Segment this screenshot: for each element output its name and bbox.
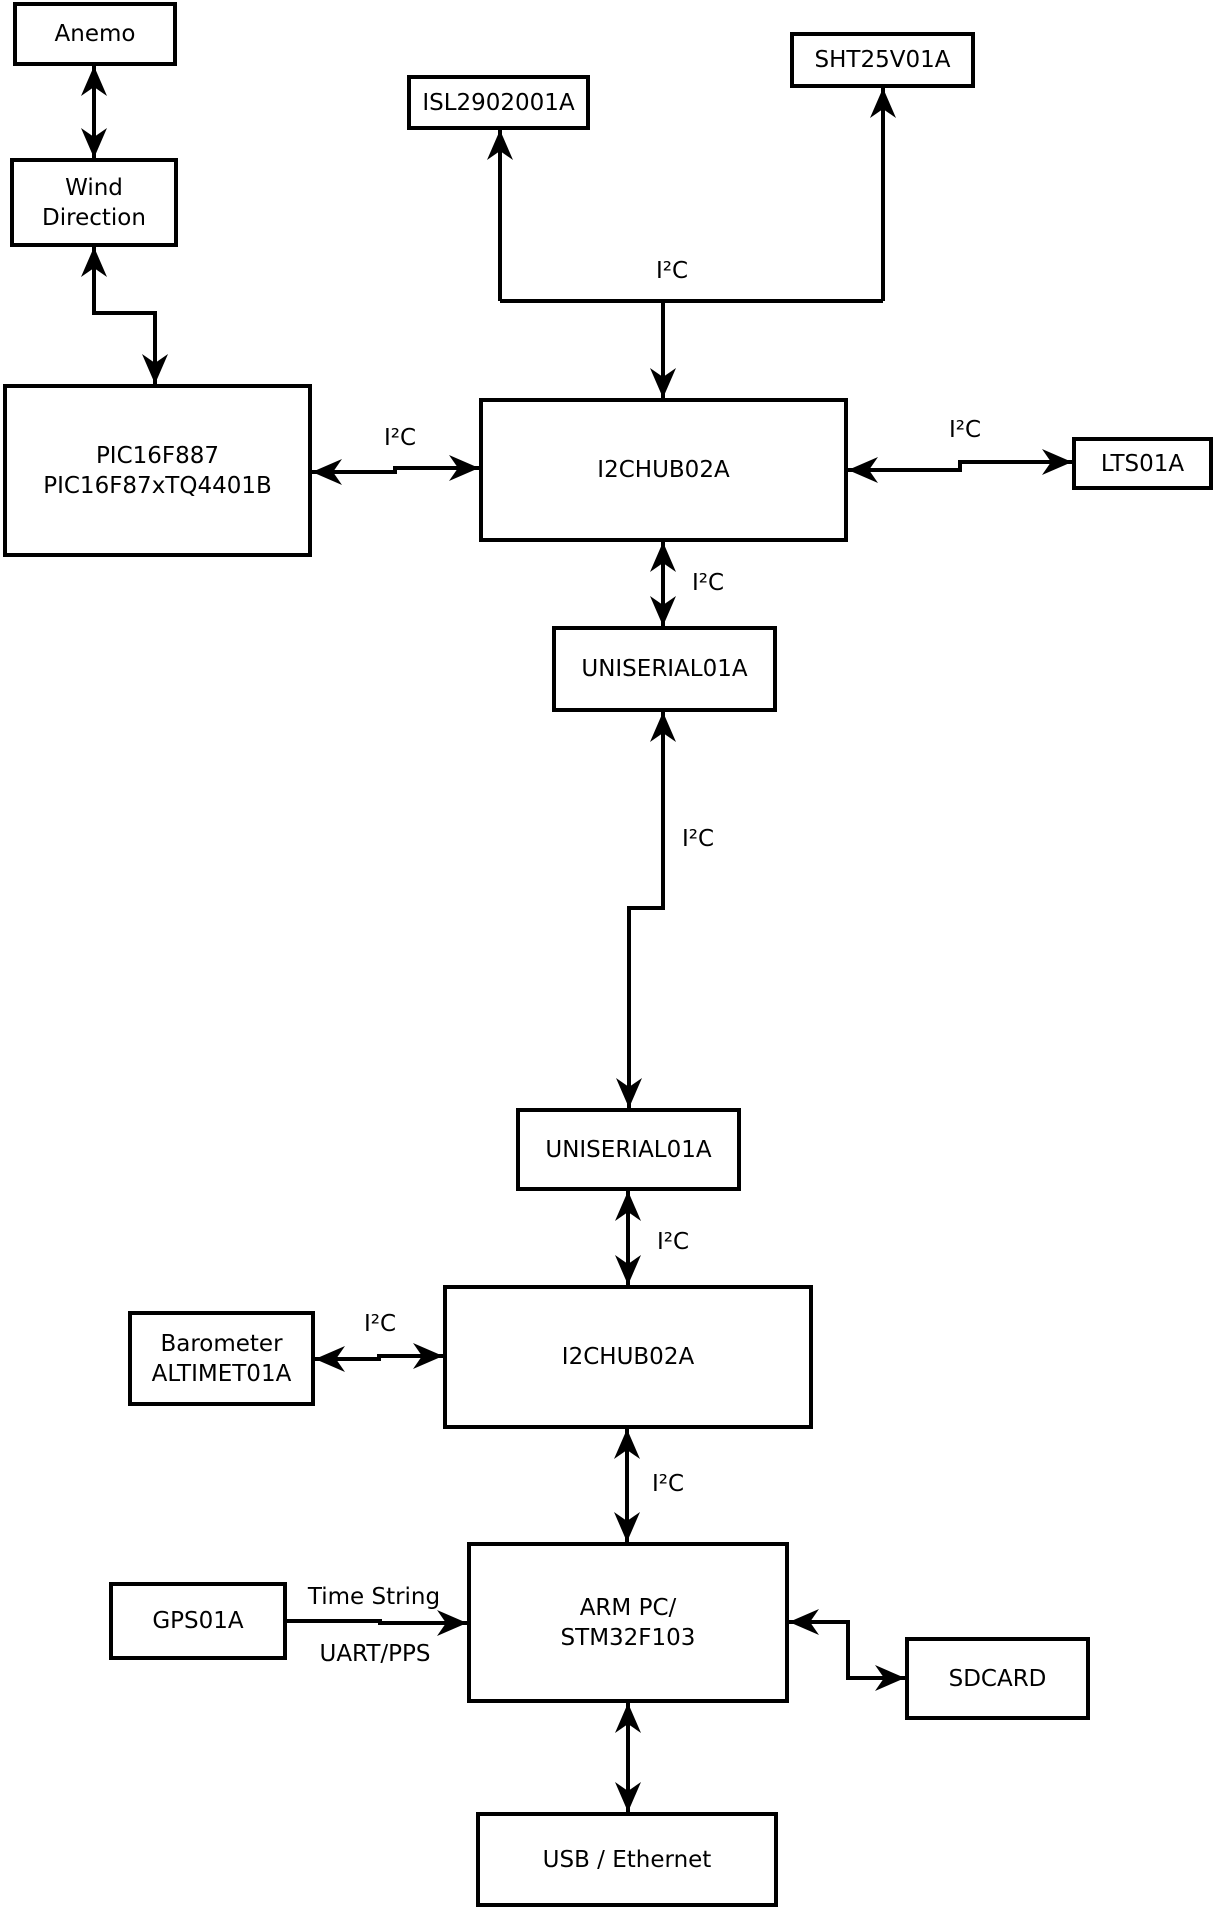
label-arm-i2c: I²C	[651, 1471, 685, 1497]
node-label: GPS01A	[152, 1606, 243, 1636]
node-label-line: I2CHUB02A	[561, 1344, 695, 1370]
edge-hub1-lts	[848, 460, 1072, 472]
node-gps: GPS01A	[109, 1582, 287, 1660]
label-trunk-i2c: I²C	[655, 258, 689, 284]
node-label-line: UNISERIAL01A	[581, 656, 748, 682]
label-pic-i2c: I²C	[383, 425, 417, 451]
node-anemo: Anemo	[13, 2, 177, 66]
node-label-line: UNISERIAL01A	[545, 1136, 712, 1163]
edge-pic-hub1	[312, 466, 479, 474]
node-label-line: ARM PC/	[579, 1594, 677, 1621]
arrowhead-anemo-wind	[81, 128, 107, 158]
arrowhead-arm-usb	[615, 1782, 641, 1812]
node-label: I2CHUB02A	[597, 455, 729, 485]
arrowhead-arm-sdcard	[789, 1609, 819, 1635]
label-baro-i2c: I²C	[363, 1311, 397, 1337]
arrowhead-wind-pic	[81, 247, 107, 277]
edge-baro-hub2	[315, 1354, 443, 1361]
edge-arm-sdcard	[789, 1620, 905, 1680]
node-label-line: I2CHUB02A	[597, 457, 730, 483]
arrowhead-hub2-arm	[614, 1429, 640, 1459]
node-label: SHT25V01A	[815, 45, 951, 75]
node-label-line: Wind	[65, 174, 123, 201]
node-sht: SHT25V01A	[790, 32, 975, 88]
node-label: UNISERIAL01A	[581, 654, 747, 684]
node-label-line: Anemo	[54, 21, 136, 47]
node-lts: LTS01A	[1072, 437, 1213, 490]
node-usb: USB / Ethernet	[476, 1812, 778, 1907]
arrowhead-trunk-hub1	[650, 368, 676, 398]
node-hub2: I2CHUB02A	[443, 1285, 813, 1429]
node-label-line: GPS01A	[152, 1608, 244, 1634]
node-label-line: Direction	[42, 204, 146, 231]
node-label-line: Barometer	[160, 1330, 283, 1357]
arrowhead-baro-hub2	[413, 1343, 443, 1369]
arrowhead-anemo-wind	[81, 66, 107, 96]
node-label-line: ISL2902001A	[422, 89, 575, 116]
arrowhead-baro-hub2	[315, 1346, 345, 1372]
node-label: USB / Ethernet	[543, 1845, 712, 1875]
arrowhead-hub1-uni1	[650, 596, 676, 626]
label-uartpps: UART/PPS	[319, 1641, 431, 1667]
node-label: I2CHUB02A	[562, 1342, 694, 1372]
node-sdcard: SDCARD	[905, 1637, 1090, 1720]
arrowhead-pic-hub1	[449, 455, 479, 481]
arrowhead-arm-usb	[615, 1703, 641, 1733]
node-label-line: STM32F103	[560, 1624, 696, 1651]
node-label: LTS01A	[1101, 449, 1184, 479]
arrowhead-arm-sdcard	[875, 1665, 905, 1691]
node-label-line: LTS01A	[1100, 450, 1185, 477]
node-label-line: SHT25V01A	[814, 47, 951, 73]
arrowhead-hub1-uni1	[650, 542, 676, 572]
node-label: ARM PC/STM32F103	[561, 1593, 696, 1653]
node-arm: ARM PC/STM32F103	[467, 1542, 789, 1703]
node-label: ISL2902001A	[422, 88, 574, 118]
arrowhead-trunk-sht	[870, 88, 896, 118]
node-hub1: I2CHUB02A	[479, 398, 848, 542]
label-uni1-i2c: I²C	[691, 570, 725, 596]
node-label-line: USB / Ethernet	[542, 1846, 712, 1873]
arrowhead-hub1-lts	[1042, 449, 1072, 475]
edge-uni1-uni2	[627, 712, 665, 1108]
node-label-line: ALTIMET01A	[151, 1360, 292, 1387]
arrowhead-uni2-hub2	[615, 1255, 641, 1285]
node-label: UNISERIAL01A	[545, 1135, 711, 1165]
label-uni2-i2c: I²C	[656, 1229, 690, 1255]
arrowhead-gps-arm	[437, 1610, 467, 1636]
node-uniserial1: UNISERIAL01A	[552, 626, 777, 712]
arrowhead-uni1-uni2	[650, 712, 676, 742]
label-long-i2c: I²C	[681, 826, 715, 852]
node-label-line: PIC16F87xTQ4401B	[43, 472, 272, 499]
arrowhead-trunk-isl	[487, 130, 513, 160]
arrowhead-hub1-lts	[848, 457, 878, 483]
node-label-line: SDCARD	[948, 1665, 1047, 1692]
arrowhead-hub2-arm	[614, 1512, 640, 1542]
arrowhead-uni2-hub2	[615, 1191, 641, 1221]
label-timestring: Time String	[307, 1584, 441, 1610]
node-uniserial2: UNISERIAL01A	[516, 1108, 741, 1191]
edge-wind-pic	[92, 247, 157, 384]
arrowhead-pic-hub1	[312, 459, 342, 485]
arrowhead-uni1-uni2	[616, 1078, 642, 1108]
arrowhead-wind-pic	[142, 354, 168, 384]
label-lts-i2c: I²C	[948, 417, 982, 443]
node-label-line: PIC16F887	[95, 442, 220, 469]
edge-gps-arm	[287, 1619, 467, 1625]
node-label: SDCARD	[949, 1664, 1047, 1694]
node-isl: ISL2902001A	[407, 75, 590, 130]
node-label: Anemo	[55, 19, 136, 49]
